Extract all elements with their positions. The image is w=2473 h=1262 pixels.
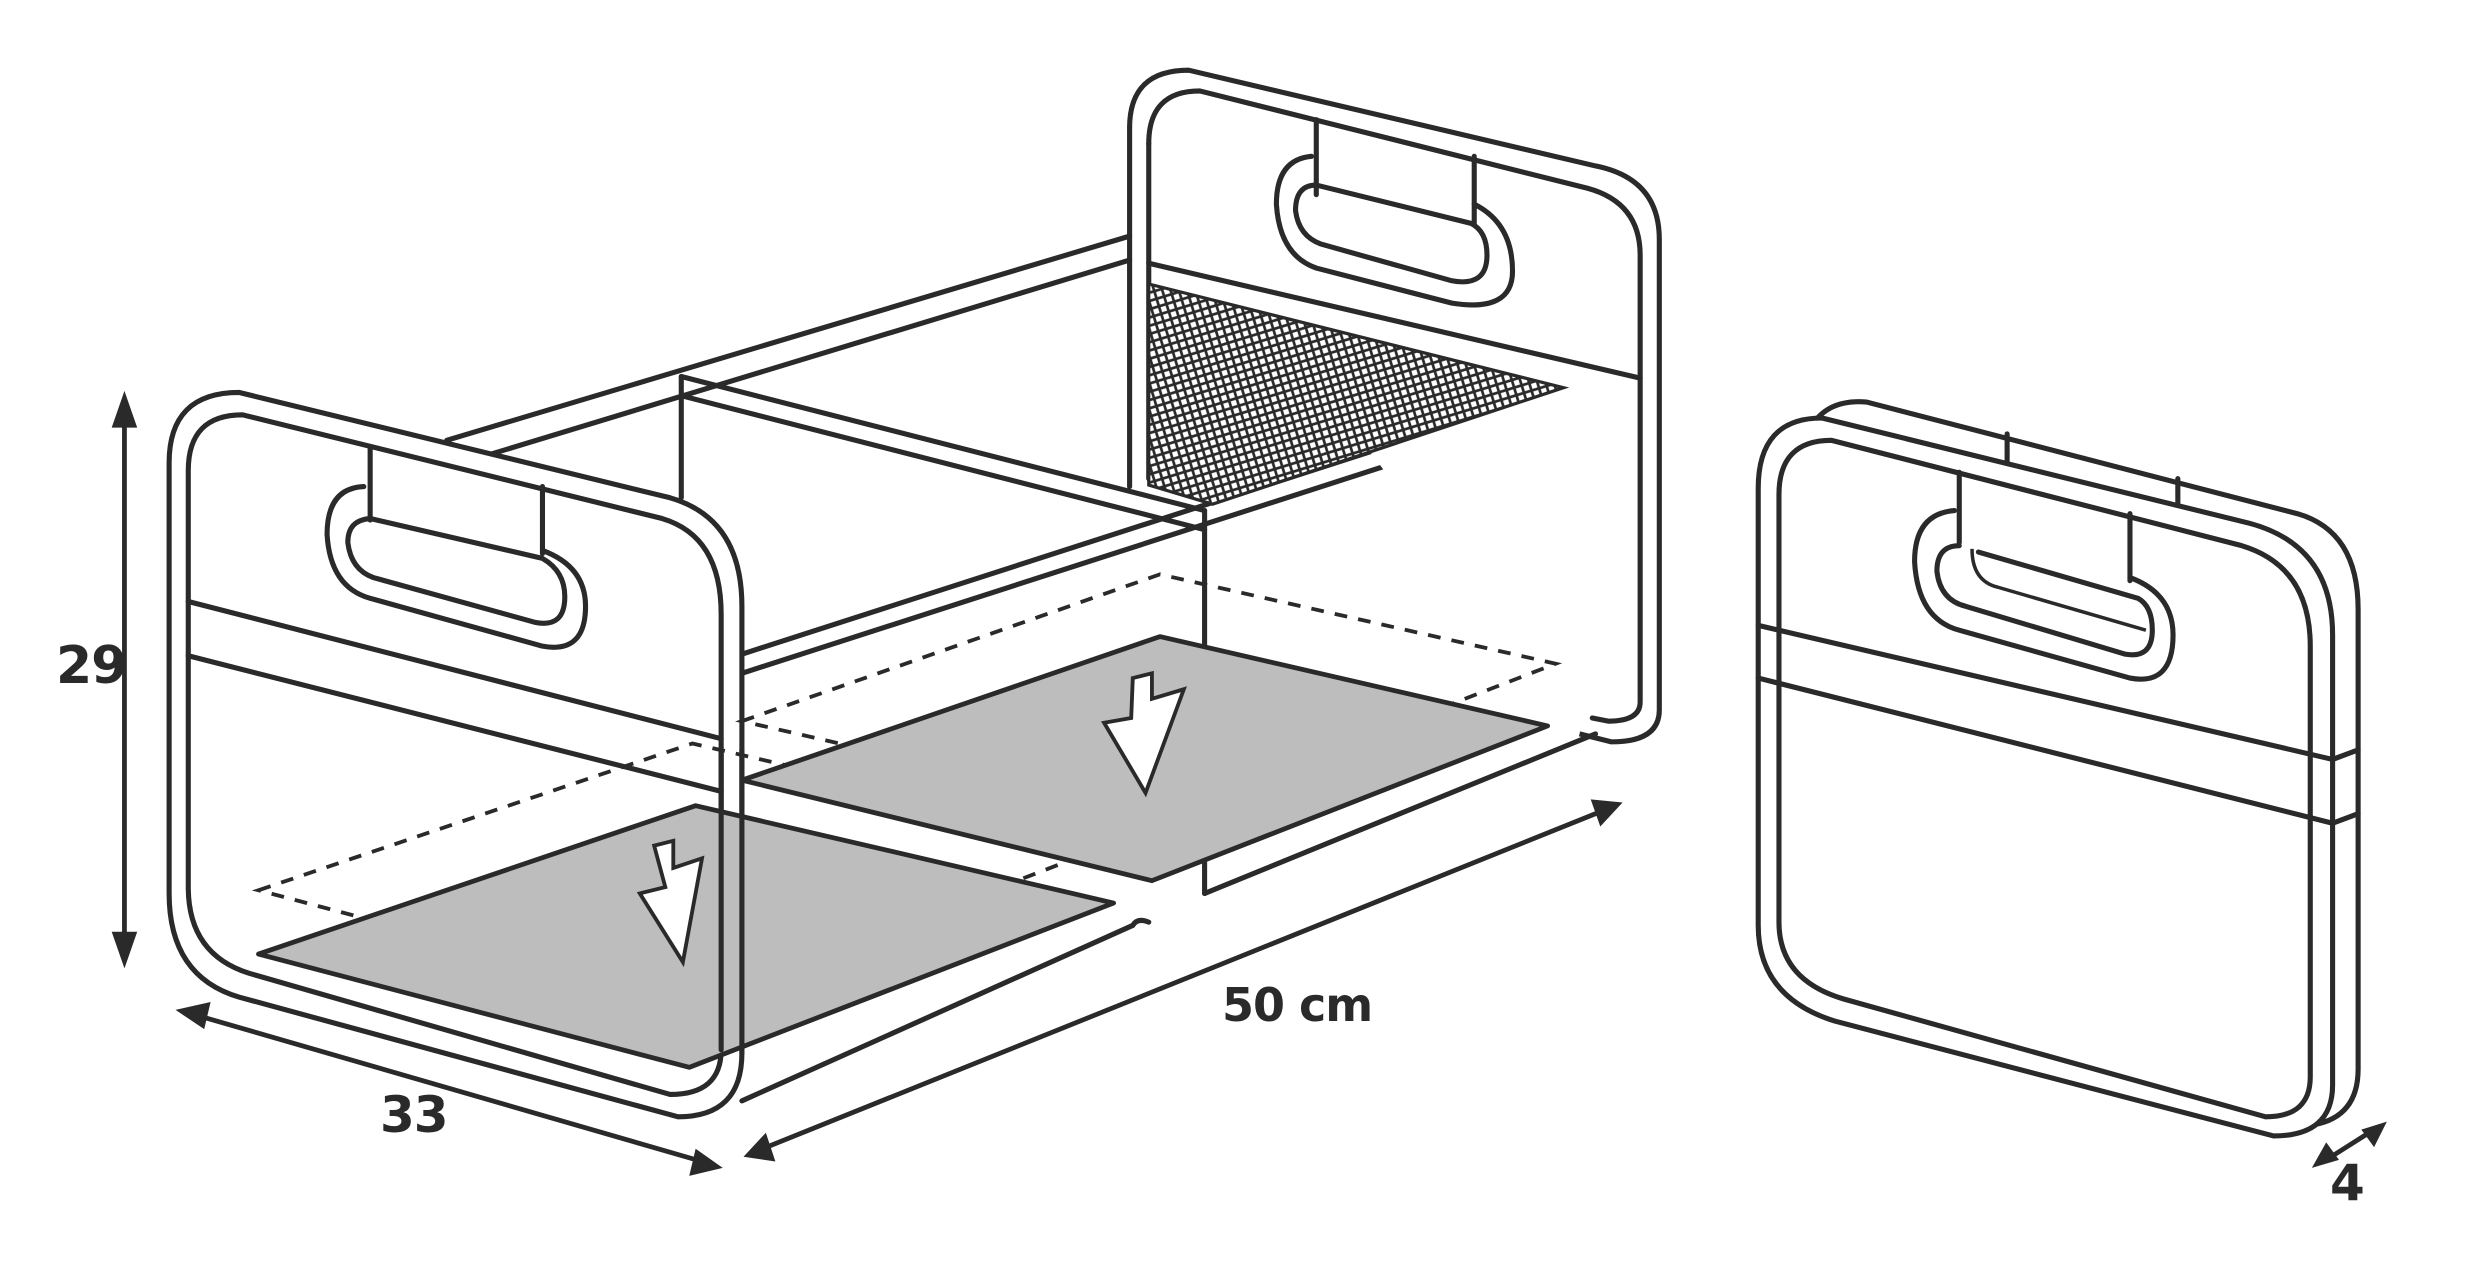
mesh-pocket [1147,281,1570,506]
depth-dimension-label: 33 [380,1086,449,1144]
handle-front [324,444,589,650]
back-end-panel [1127,67,1662,745]
length-dimension-label: 50 cm [1222,978,1373,1032]
dimension-length-arrow [743,799,1623,1162]
floor-insert-back [739,634,1551,884]
handle-folded [1912,469,2176,682]
down-arrow-icon [636,838,705,968]
folded-box [1755,399,2361,1139]
dimension-depth-arrow [175,1001,723,1176]
dimension-folded-arrow [2311,1121,2387,1168]
down-arrow-icon [1101,670,1187,798]
open-box [166,67,1662,1120]
handle-back [1273,117,1516,308]
folded-thickness-label: 4 [2330,1154,2365,1212]
height-dimension-label: 29 [56,636,127,696]
floor-insert-front [256,803,1117,1070]
dimension-height-arrow [111,390,138,969]
